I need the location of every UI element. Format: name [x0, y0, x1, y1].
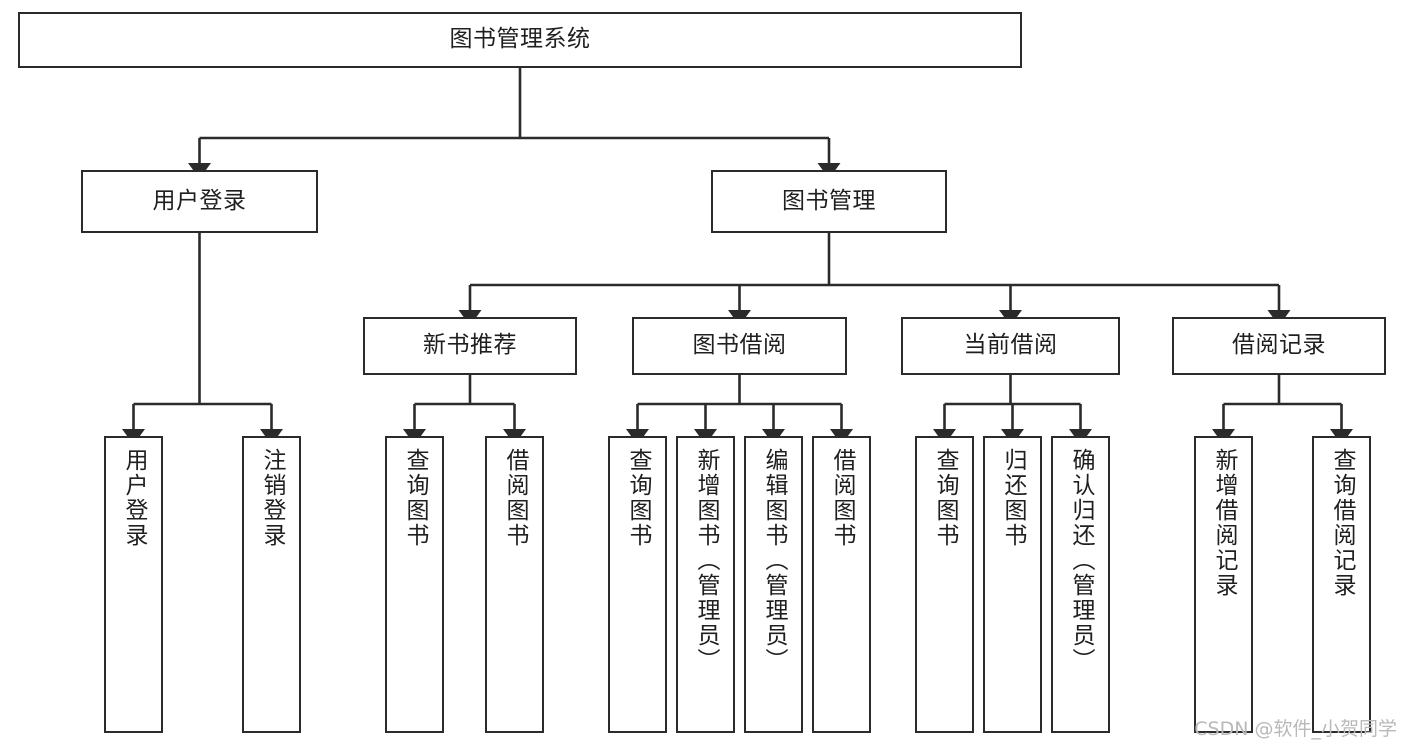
node-leaf-borrow-book: 借阅图书: [812, 436, 871, 733]
node-label-borrow-record: 借阅记录: [1232, 332, 1326, 359]
node-label-leaf-borrow-book-rec: 借阅图书: [502, 448, 528, 548]
node-label-leaf-logout: 注销登录: [259, 448, 285, 548]
node-label-leaf-query-book-cur: 查询图书: [932, 448, 958, 548]
node-leaf-edit-book: 编辑图书（管理员）: [744, 436, 803, 733]
node-label-leaf-borrow-book: 借阅图书: [829, 448, 855, 548]
node-leaf-confirm-return: 确认归还（管理员）: [1051, 436, 1110, 733]
node-label-leaf-add-book: 新增图书（管理员）: [693, 448, 719, 673]
csdn-watermark: CSDN @软件_小贺同学: [1194, 718, 1397, 740]
node-label-leaf-query-book-rec: 查询图书: [402, 448, 428, 548]
node-leaf-add-record: 新增借阅记录: [1194, 436, 1253, 733]
node-book-borrow: 图书借阅: [632, 317, 847, 375]
node-label-book-borrow: 图书借阅: [692, 332, 787, 359]
node-label-user-login: 用户登录: [152, 187, 247, 214]
node-book-manage: 图书管理: [711, 170, 947, 233]
node-label-leaf-return-book: 归还图书: [1000, 448, 1026, 548]
node-leaf-query-record: 查询借阅记录: [1312, 436, 1371, 733]
node-leaf-add-book: 新增图书（管理员）: [676, 436, 735, 733]
node-leaf-borrow-book-rec: 借阅图书: [485, 436, 544, 733]
node-leaf-user-login: 用户登录: [104, 436, 163, 733]
node-label-leaf-add-record: 新增借阅记录: [1211, 448, 1237, 598]
node-new-book-recommend: 新书推荐: [363, 317, 577, 375]
node-borrow-record: 借阅记录: [1172, 317, 1386, 375]
node-leaf-query-book: 查询图书: [608, 436, 667, 733]
node-leaf-query-book-rec: 查询图书: [385, 436, 444, 733]
node-label-root: 图书管理系统: [449, 26, 591, 53]
node-label-current-borrow: 当前借阅: [963, 332, 1058, 359]
node-label-leaf-confirm-return: 确认归还（管理员）: [1068, 448, 1094, 673]
node-label-leaf-query-book: 查询图书: [625, 448, 651, 548]
node-leaf-logout: 注销登录: [242, 436, 301, 733]
node-leaf-return-book: 归还图书: [983, 436, 1042, 733]
node-leaf-query-book-cur: 查询图书: [915, 436, 974, 733]
node-current-borrow: 当前借阅: [901, 317, 1120, 375]
node-label-leaf-edit-book: 编辑图书（管理员）: [761, 448, 787, 673]
node-label-book-manage: 图书管理: [782, 187, 876, 214]
node-user-login: 用户登录: [81, 170, 318, 233]
node-label-new-book-recommend: 新书推荐: [423, 332, 517, 359]
node-label-leaf-user-login: 用户登录: [121, 448, 147, 548]
node-root: 图书管理系统: [18, 12, 1022, 68]
node-label-leaf-query-record: 查询借阅记录: [1329, 448, 1355, 598]
